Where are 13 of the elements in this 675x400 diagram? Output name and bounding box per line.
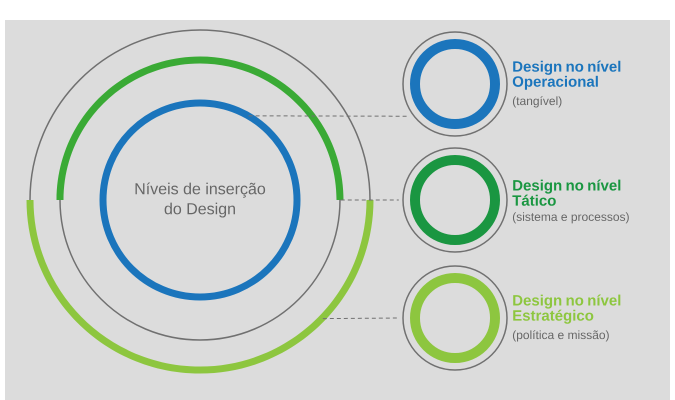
level-description: (tangível) xyxy=(512,96,562,108)
level-heading: Design no nível Operacional xyxy=(512,60,620,90)
ring-with-text: Níveis de inserção do Design xyxy=(100,100,300,300)
ring-icon xyxy=(402,265,508,371)
level-description: (sistema e processos) xyxy=(512,212,629,224)
level-description: (política e missão) xyxy=(512,330,609,342)
ring-icon xyxy=(402,31,508,137)
level-heading: Design no nível Estratégico xyxy=(513,294,620,324)
level-heading: Design no nível Tático xyxy=(512,179,620,206)
leader-line xyxy=(322,318,400,320)
ring-icon xyxy=(402,147,508,253)
leader-line xyxy=(248,115,410,117)
ring xyxy=(56,56,344,341)
